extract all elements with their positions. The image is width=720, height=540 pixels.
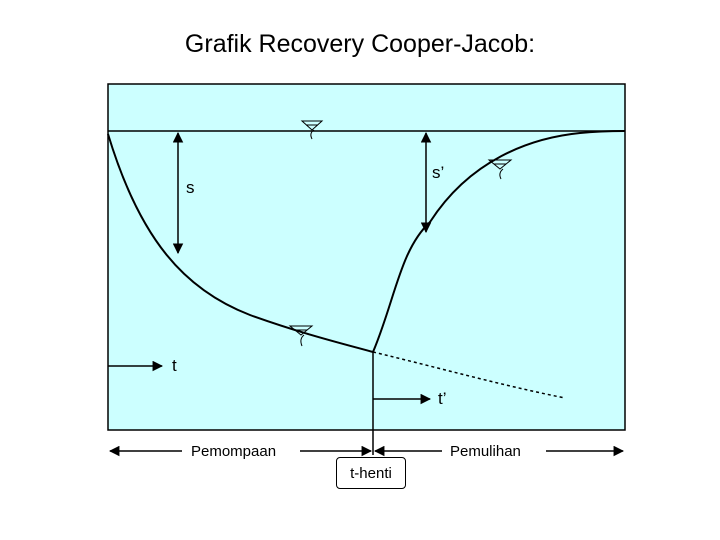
- pumping-label: Pemompaan: [191, 443, 277, 460]
- diagram-title: Grafik Recovery Cooper-Jacob:: [184, 30, 536, 58]
- s-label: s: [186, 178, 195, 197]
- t-label: t: [172, 356, 177, 375]
- extrapolated-drawdown-curve: [372, 351, 566, 399]
- water-table-marker-icon: [300, 120, 324, 140]
- recovery-label: Pemulihan: [450, 443, 521, 460]
- recovery-curve: [372, 130, 626, 353]
- s-prime-label: s’: [432, 163, 445, 182]
- t-prime-label: t’: [438, 389, 447, 408]
- aquifer-box: [107, 83, 626, 431]
- drawdown-curve: [107, 133, 374, 353]
- water-table-marker-icon: [288, 325, 314, 347]
- water-table-marker-icon: [487, 159, 513, 180]
- stop-time-label: t-henti: [336, 457, 406, 489]
